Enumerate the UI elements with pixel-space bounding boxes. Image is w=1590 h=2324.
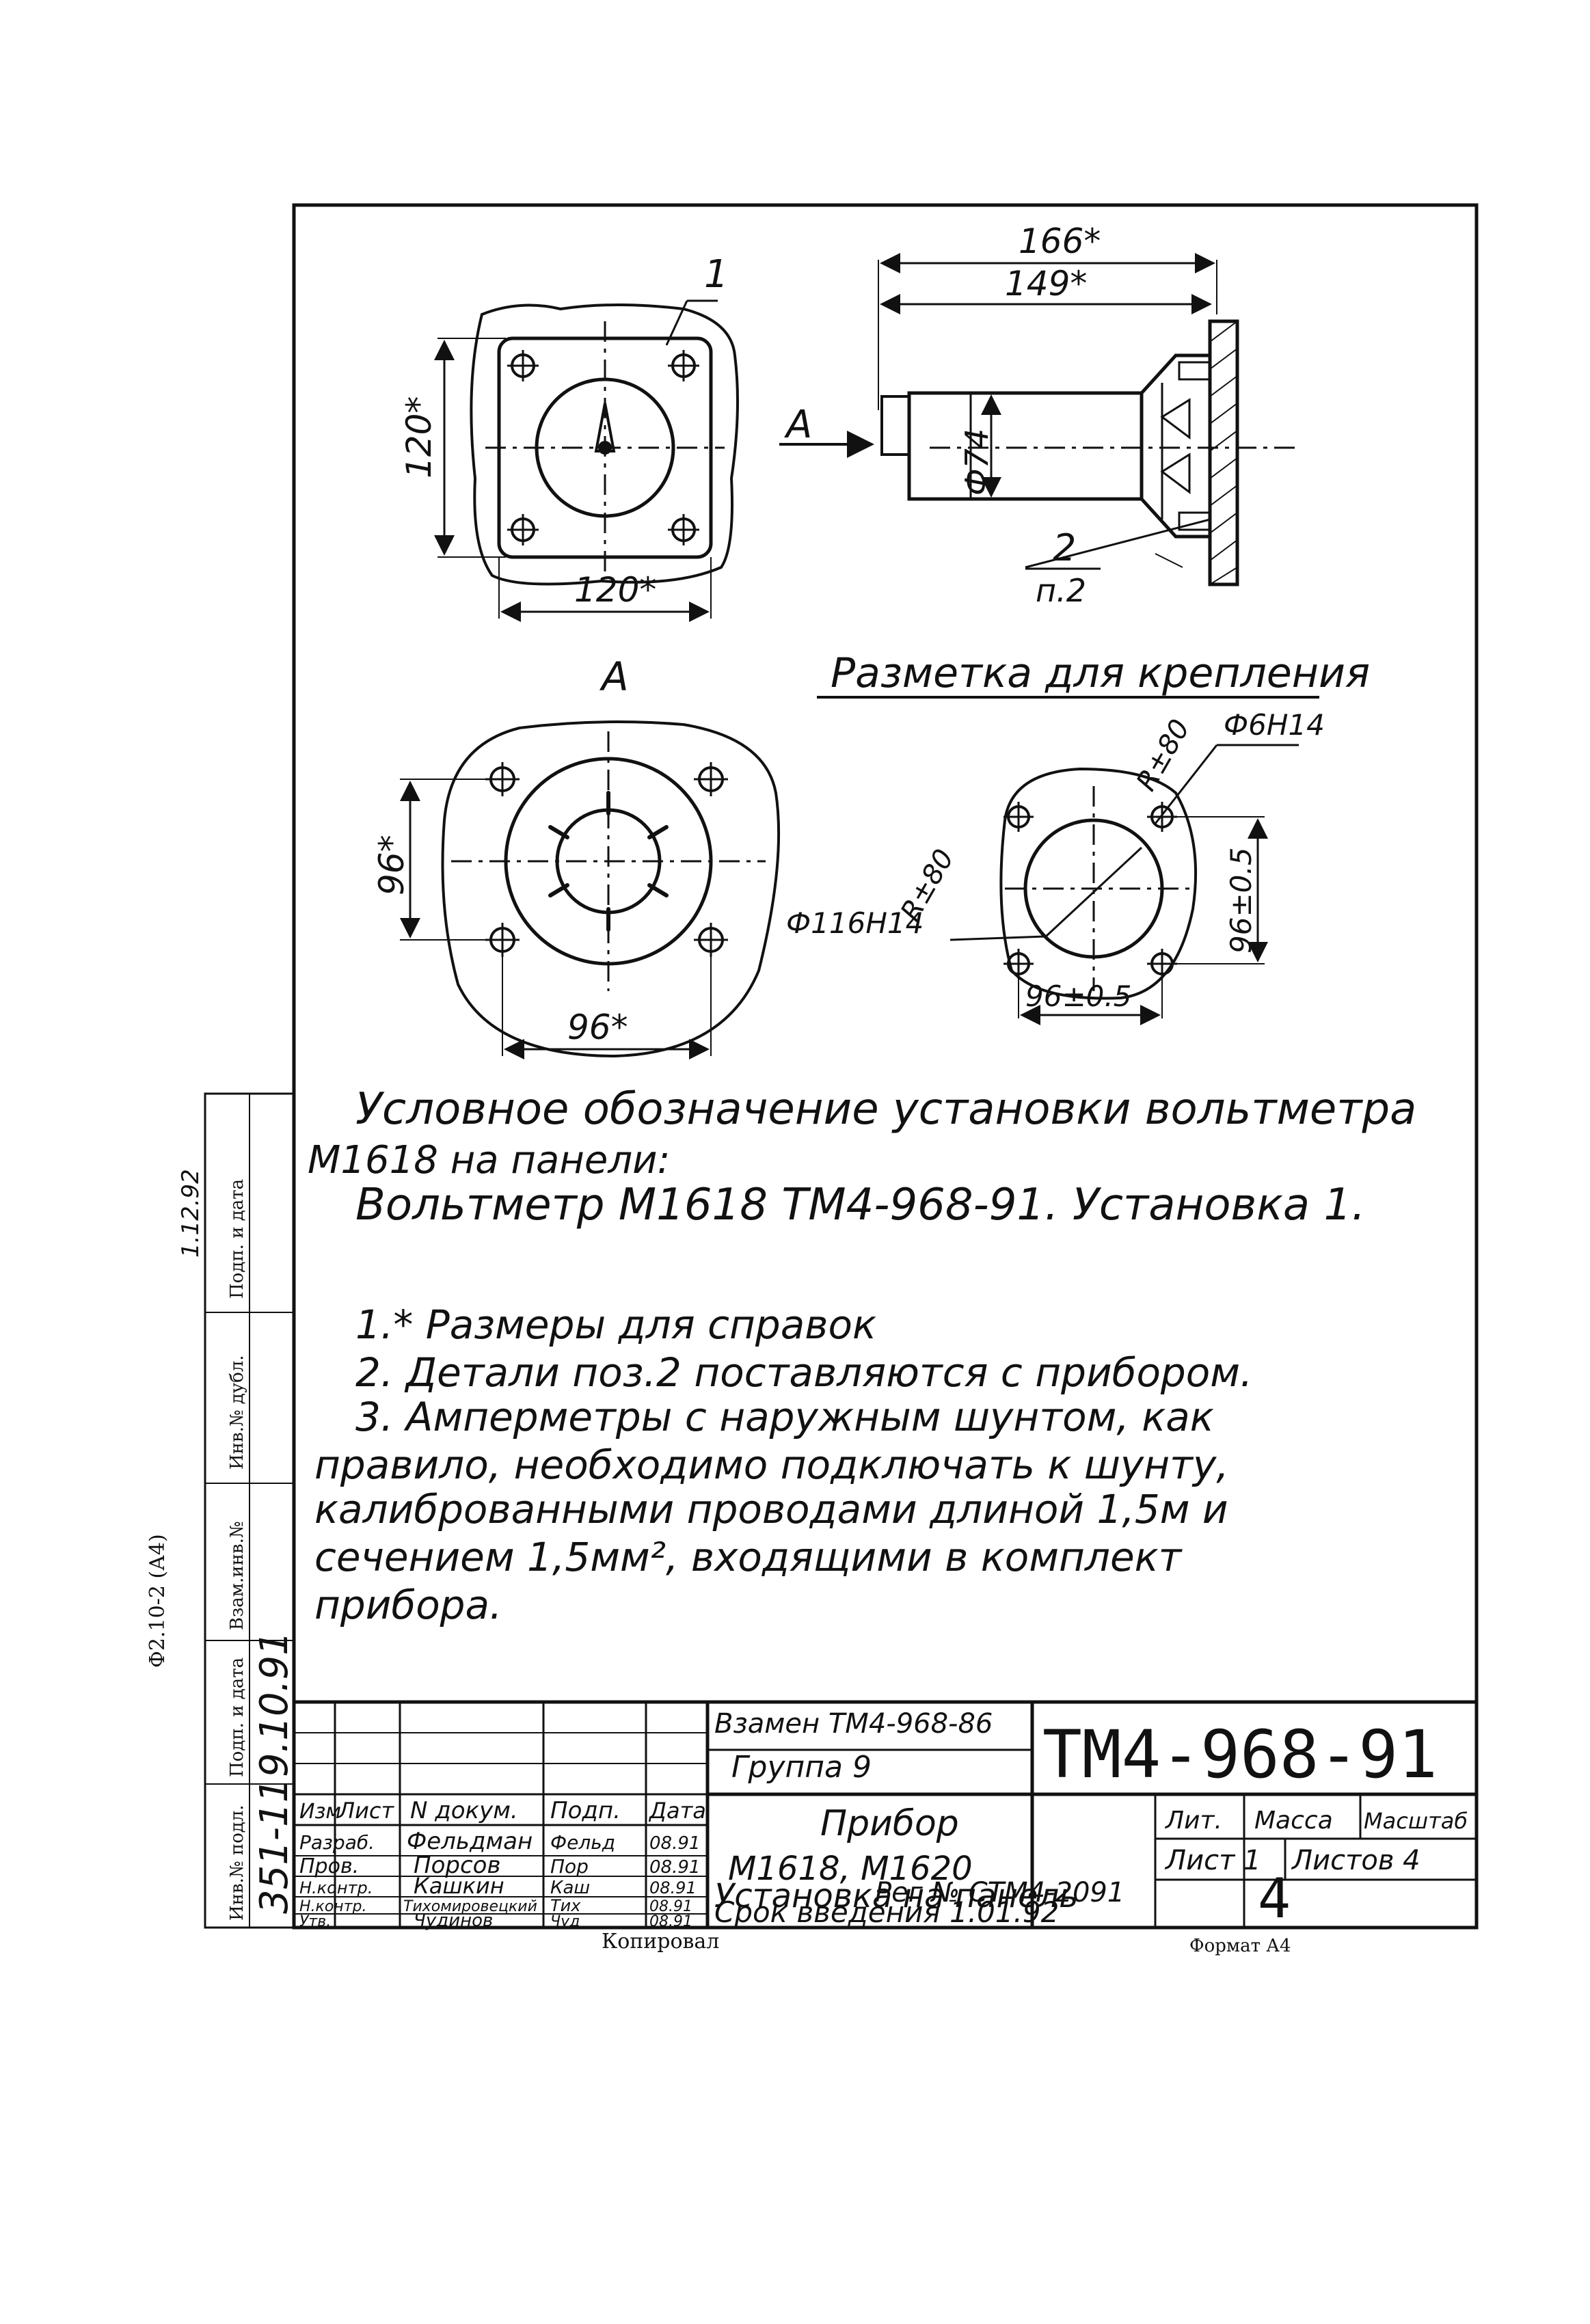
tb-row-4-role: Н.контр. xyxy=(299,1898,366,1915)
designation-line-1: Условное обозначение установки вольтметр… xyxy=(355,1084,1417,1135)
tb-header-doc: N докум. xyxy=(410,1797,518,1824)
mounting-layout: Разметка для крепления Ф6Н14 R±80 Ф116Н1… xyxy=(786,649,1370,1025)
title-block xyxy=(294,1700,1477,1928)
note-3-cont-1: правило, необходимо подключать к шунту, xyxy=(314,1442,1229,1488)
view-a-dim-width: 96* xyxy=(567,1008,628,1047)
tb-row-2-role: Пров. xyxy=(299,1854,359,1878)
margin-handwritten-date: 1.12.92 xyxy=(177,1169,204,1258)
footer-copied: Копировал xyxy=(602,1930,719,1954)
margin-inv-no-label: Инв.№ подл. xyxy=(227,1805,247,1921)
note-3: 3. Амперметры с наружным шунтом, как xyxy=(355,1394,1214,1440)
margin-sign-date-2-label: Подп. и дата xyxy=(227,1179,247,1299)
tb-header-list: Лист xyxy=(338,1798,394,1824)
tb-row-4-date: 08.91 xyxy=(649,1898,692,1915)
view-a: A 96* 96* xyxy=(372,653,781,1059)
margin-strip xyxy=(204,1092,295,1929)
title-doc-number: ТМ4-968-91 xyxy=(1042,1716,1438,1793)
section-arrow-label: A xyxy=(784,403,812,447)
designation-line-2: М1618 на панели: xyxy=(308,1138,671,1183)
tb-row-1-sign: Фельд xyxy=(550,1831,615,1854)
tb-header-sign: Подп. xyxy=(550,1797,621,1824)
side-dim-overall: 166* xyxy=(1019,221,1101,261)
tb-row-3-date: 08.91 xyxy=(649,1878,697,1897)
tb-row-1-role: Разраб. xyxy=(299,1831,375,1854)
title-name-2: М1618, М1620 xyxy=(728,1850,973,1888)
tb-row-1-date: 08.91 xyxy=(649,1833,700,1854)
tb-row-1-name: Фельдман xyxy=(407,1828,533,1855)
tb-row-4-name: Тихомировецкий xyxy=(403,1898,537,1915)
tb-header-date: Дата xyxy=(648,1798,706,1824)
designation-line-3: Вольтметр М1618 ТМ4-968-91. Установка 1. xyxy=(355,1180,1366,1230)
note-3-cont-3: сечением 1,5мм², входящими в комплект xyxy=(314,1534,1182,1580)
title-lit-label: Лит. xyxy=(1164,1807,1222,1835)
title-name-3: Установка на панель xyxy=(714,1877,1078,1915)
callout-2-num: 2 xyxy=(1053,526,1076,569)
tb-row-2-date: 08.91 xyxy=(649,1857,700,1878)
title-sheet-label: Лист 1 xyxy=(1164,1845,1261,1876)
title-scale-label: Масштаб xyxy=(1364,1808,1468,1834)
note-1: 1.* Размеры для справок xyxy=(355,1301,876,1348)
mount-radius-left: R±80 xyxy=(895,844,960,926)
view-a-label: A xyxy=(599,653,629,700)
title-sheets-label: Листов 4 xyxy=(1291,1845,1420,1876)
note-3-cont-4: прибора. xyxy=(314,1582,502,1628)
title-group: Группа 9 xyxy=(731,1750,872,1785)
tb-row-3-sign: Каш xyxy=(550,1878,590,1898)
title-reg: Рег № СТМ4-2091 xyxy=(875,1877,1124,1908)
tb-header-izm: Изм xyxy=(299,1800,341,1824)
side-dim-body: 149* xyxy=(1005,264,1087,303)
margin-sign-date-value: 9.10.91 xyxy=(252,1631,297,1777)
tb-row-2-name: Порсов xyxy=(414,1852,500,1879)
mounting-title: Разметка для крепления xyxy=(831,649,1370,697)
footer-format: Формат А4 xyxy=(1189,1936,1291,1956)
front-dim-width: 120* xyxy=(574,570,656,610)
title-mass-label: Масса xyxy=(1254,1807,1333,1835)
tb-row-5-sign: Чуд xyxy=(550,1913,580,1930)
margin-inv-no-value: 351-11 xyxy=(252,1779,297,1914)
drawing-frame xyxy=(292,203,1479,1930)
margin-replaces-inv-label: Взам.инв.№ xyxy=(227,1522,247,1630)
callout-2-ref: п.2 xyxy=(1036,572,1086,609)
mount-cutout-dia: Ф116Н14 xyxy=(786,906,924,940)
tb-row-3-role: Н.контр. xyxy=(299,1878,373,1897)
margin-stamp: Ф2.10-2 (А4) xyxy=(146,1534,170,1668)
front-dim-height: 120* xyxy=(399,396,439,478)
title-name-1: Прибор xyxy=(820,1803,959,1844)
tb-row-5-name: Чудинов xyxy=(414,1910,493,1931)
title-intro-date: Срок введения 1.01.92 xyxy=(714,1895,1059,1929)
title-sheet-count: 4 xyxy=(1258,1867,1291,1930)
margin-dupl-label: Инв.№ дубл. xyxy=(227,1355,247,1470)
tb-row-2-sign: Пор xyxy=(550,1855,589,1878)
tb-row-3-name: Кашкин xyxy=(414,1873,504,1899)
tb-row-5-date: 08.91 xyxy=(649,1913,692,1930)
mount-hole-dia: Ф6Н14 xyxy=(1224,708,1325,742)
front-view: 1 120* 120* xyxy=(399,252,739,622)
view-a-dim-height: 96* xyxy=(372,835,412,895)
tb-row-5-role: Утв. xyxy=(299,1913,331,1930)
side-view: 166* 149* Ф74 A 2 п.2 xyxy=(779,221,1299,609)
note-3-cont-2: калиброванными проводами длиной 1,5м и xyxy=(314,1486,1228,1532)
mount-dim-horizontal: 96±0.5 xyxy=(1025,979,1131,1013)
side-diameter: Ф74 xyxy=(958,429,995,496)
tb-row-4-sign: Тих xyxy=(550,1896,581,1915)
note-2: 2. Детали поз.2 поставляются с прибором. xyxy=(355,1349,1253,1396)
title-replaces: Взамен ТМ4-968-86 xyxy=(714,1708,993,1740)
mount-dim-vertical: 96±0.5 xyxy=(1224,848,1258,954)
margin-sign-date-label: Подп. и дата xyxy=(227,1658,247,1777)
callout-1-label: 1 xyxy=(704,252,729,297)
